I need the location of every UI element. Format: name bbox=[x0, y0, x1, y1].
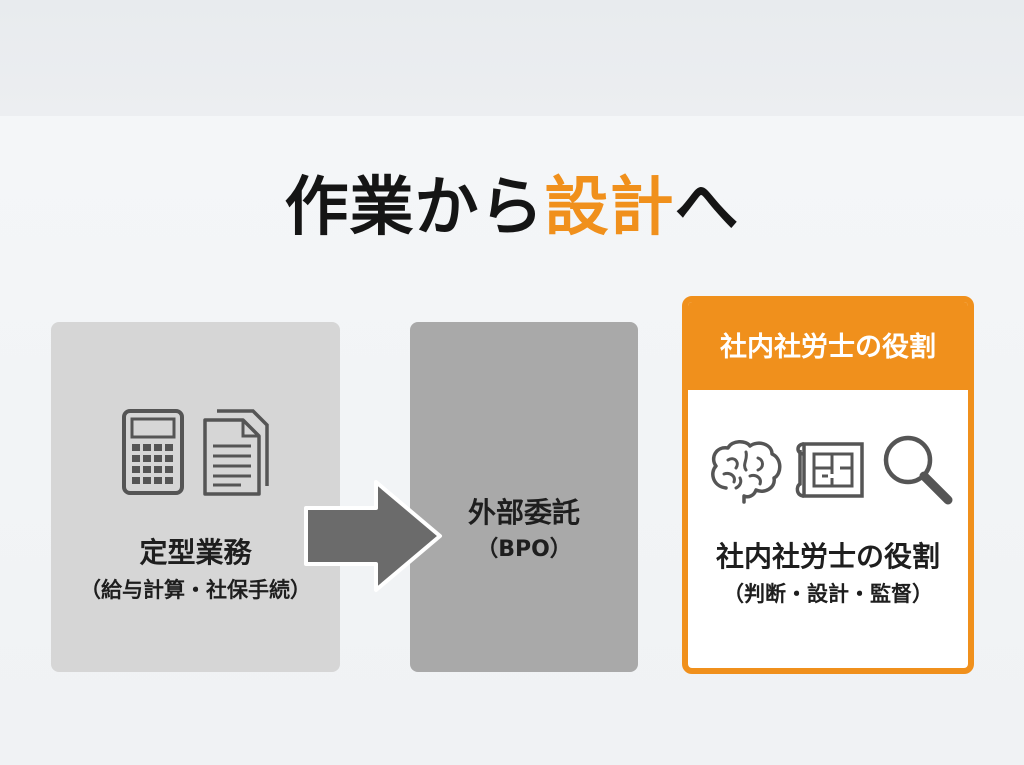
calculator-icon bbox=[122, 409, 184, 495]
role-header: 社内社労士の役割 bbox=[688, 302, 968, 390]
title-part1: 作業から bbox=[284, 171, 545, 245]
role-box: 社内社労士の役割 社内社労士の役割 （判断・設計・監督） bbox=[682, 296, 974, 674]
flow-arrow-icon bbox=[304, 480, 442, 592]
title-accent: 設計 bbox=[544, 171, 675, 245]
bpo-sub: （BPO） bbox=[476, 537, 572, 562]
routine-work-label: 定型業務 bbox=[139, 536, 252, 569]
title-part2: へ bbox=[674, 171, 740, 245]
blueprint-icon bbox=[795, 442, 864, 498]
top-band bbox=[0, 0, 1024, 116]
routine-work-box: 定型業務 （給与計算・社保手続） bbox=[51, 322, 340, 672]
role-label: 社内社労士の役割 bbox=[715, 540, 940, 573]
role-sub: （判断・設計・監督） bbox=[723, 582, 933, 606]
brain-icon bbox=[711, 440, 782, 504]
bpo-label: 外部委託 bbox=[467, 496, 580, 529]
magnifier-icon bbox=[883, 435, 953, 505]
routine-work-sub: （給与計算・社保手続） bbox=[80, 578, 311, 602]
page-title: 作業から設計へ bbox=[0, 168, 1024, 248]
document-icon bbox=[203, 409, 269, 496]
bpo-box: 外部委託 （BPO） bbox=[410, 322, 638, 672]
